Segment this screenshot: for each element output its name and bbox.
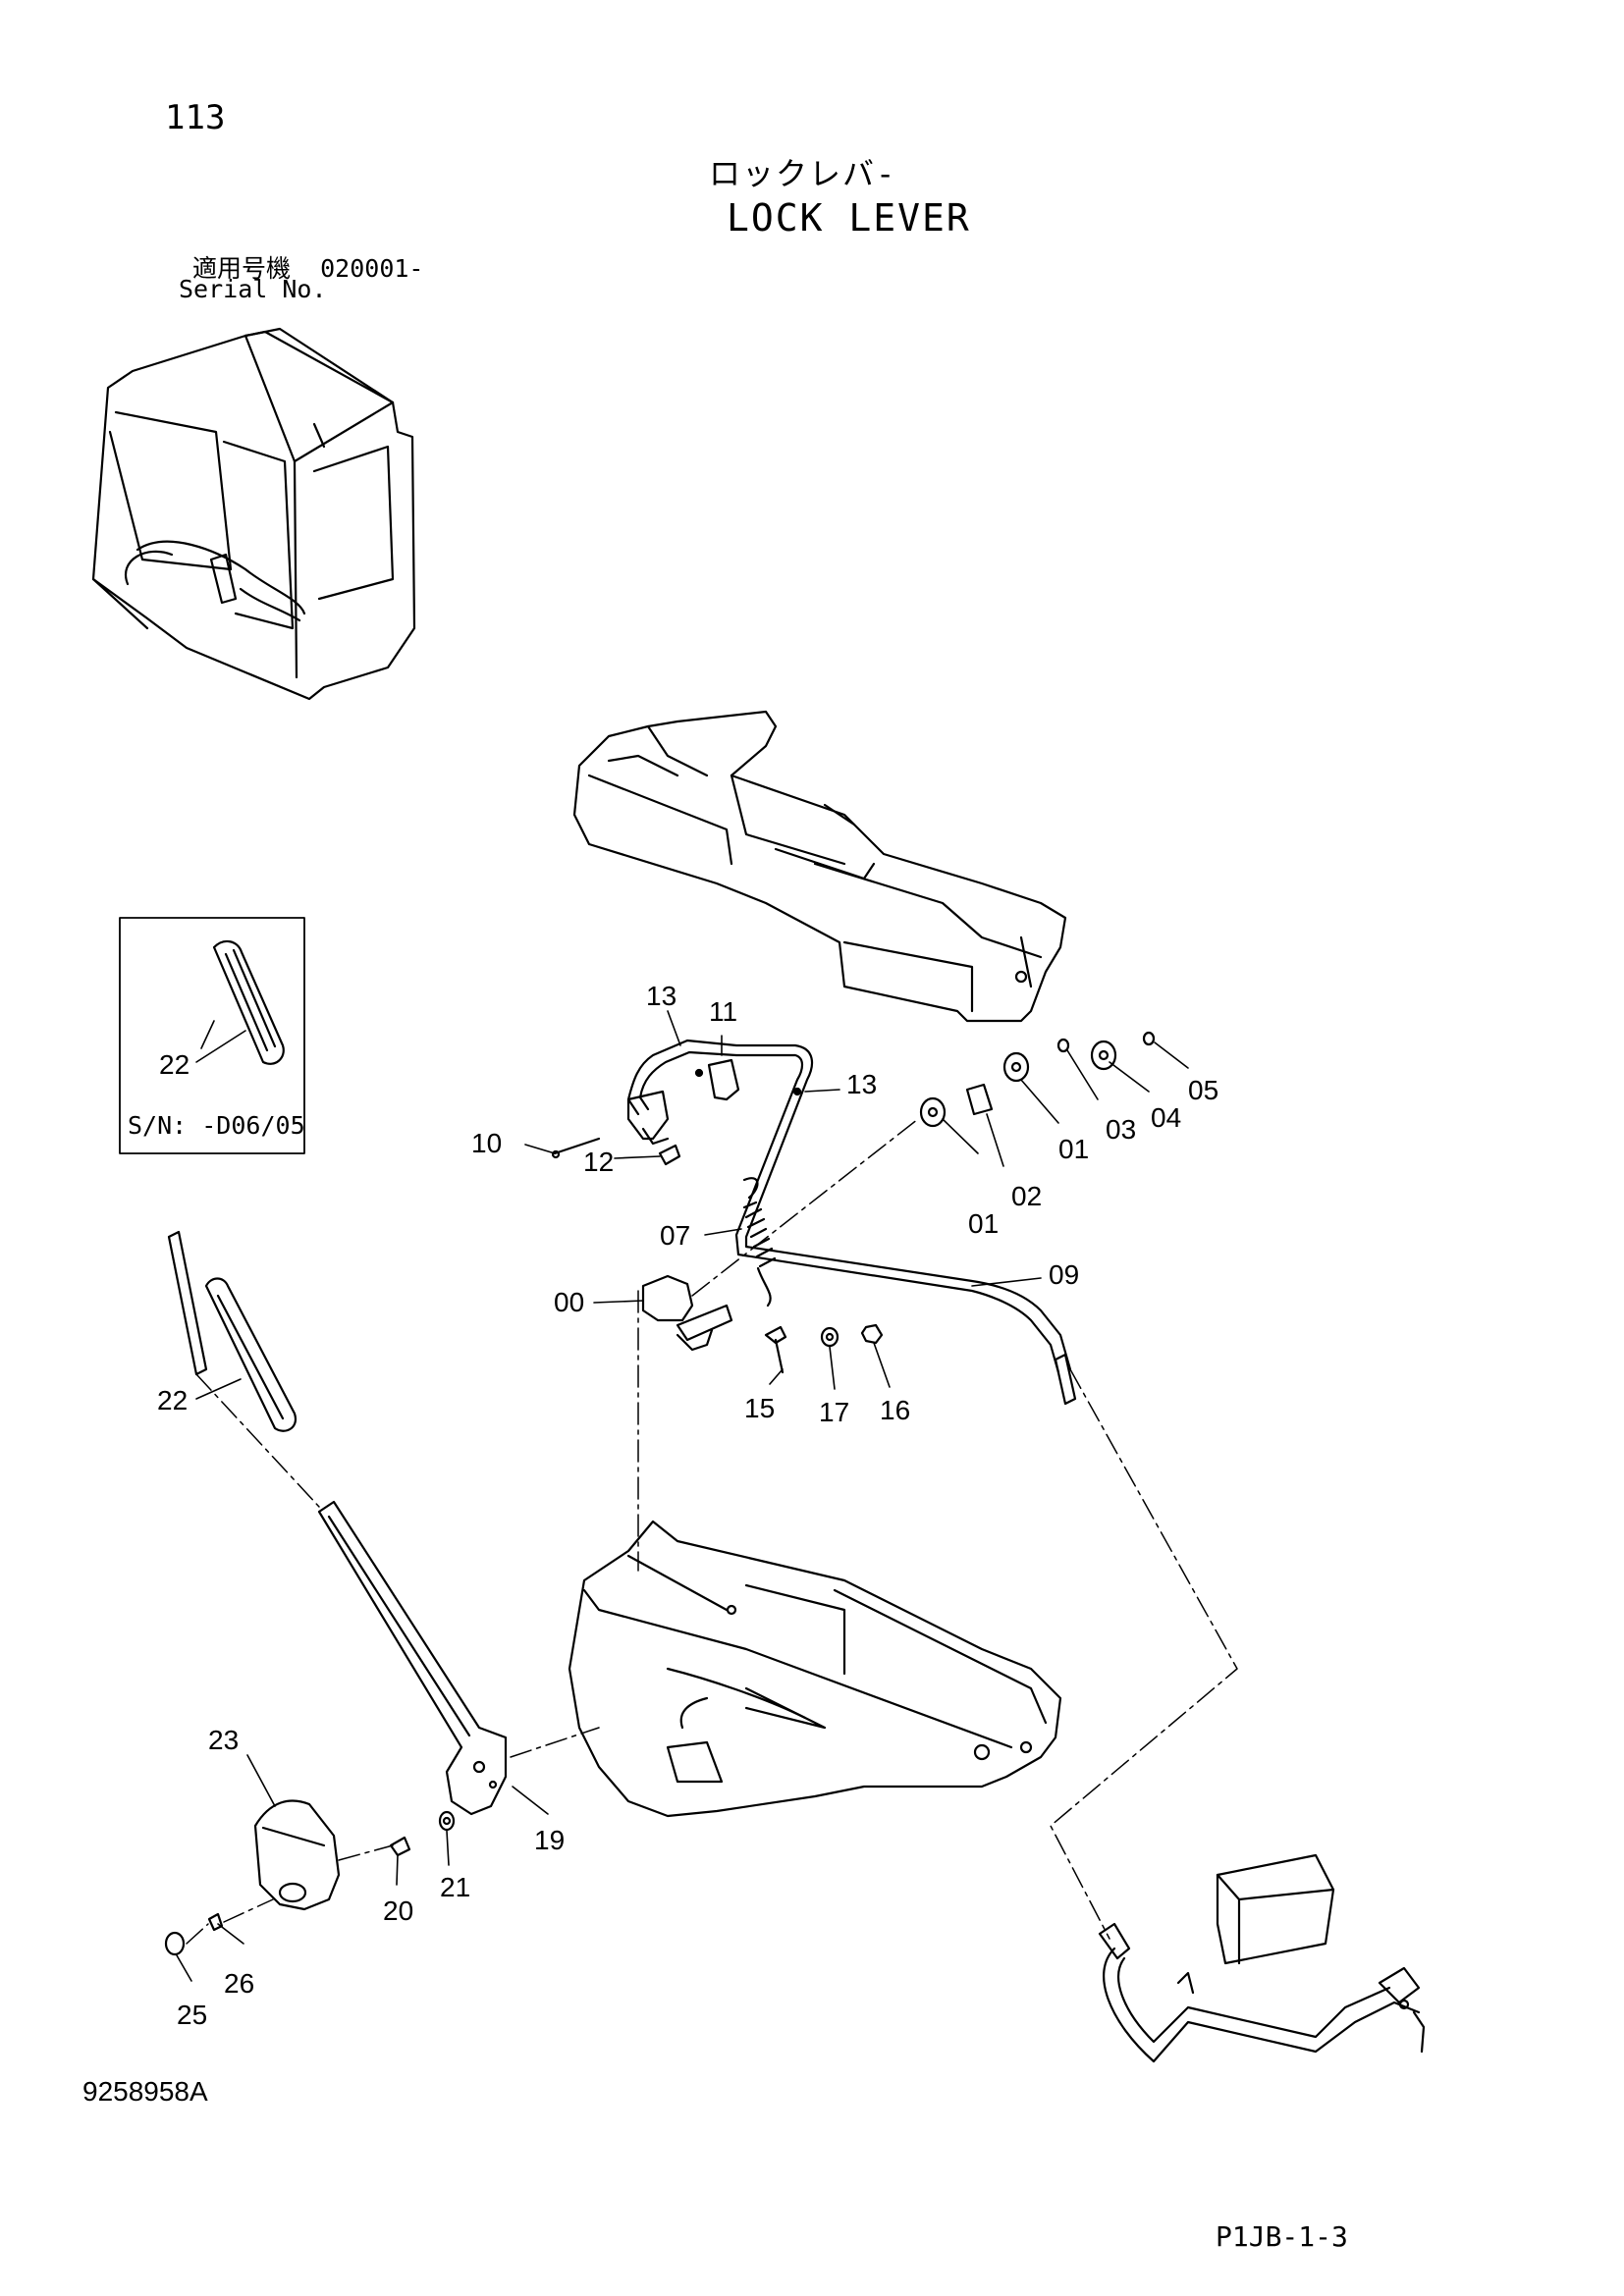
callout-26: 26 (224, 1968, 254, 1999)
callout-09: 09 (1049, 1259, 1079, 1290)
serial-value: 020001- (320, 254, 424, 283)
washer-04 (1090, 1040, 1117, 1071)
inset-grip-detail (119, 917, 305, 1154)
leader-lines (176, 1010, 1189, 1982)
assembly-lines (186, 1118, 1238, 1945)
callout-25: 25 (177, 2000, 207, 2030)
callout-20: 20 (383, 1896, 413, 1926)
callout-13-right: 13 (846, 1069, 877, 1099)
callout-19: 19 (534, 1825, 565, 1855)
inset-grip-shape (212, 939, 285, 1065)
lock-switch-00 (641, 1274, 733, 1352)
cap-25 (164, 1931, 186, 1956)
callout-04: 04 (1151, 1102, 1181, 1133)
cover-23 (253, 1799, 341, 1911)
washer-01b (1002, 1051, 1030, 1083)
drawing-number: 9258958A (82, 2076, 208, 2107)
callout-10: 10 (471, 1128, 502, 1158)
callout-15: 15 (744, 1393, 775, 1423)
callout-12: 12 (583, 1147, 614, 1177)
ring-03 (1056, 1038, 1070, 1053)
serial-label-jp: 適用号機 (192, 254, 292, 283)
console-cover-lower (568, 1520, 1062, 1818)
spring-07 (742, 1177, 777, 1308)
callout-16: 16 (880, 1395, 910, 1425)
callout-01-a: 01 (968, 1208, 999, 1239)
nut-16 (860, 1323, 884, 1345)
harness-connector (1098, 1853, 1426, 2063)
callout-03: 03 (1106, 1114, 1136, 1145)
clip-05 (1142, 1031, 1156, 1046)
title-japanese: ロックレバ- (709, 155, 897, 192)
callout-02: 02 (1011, 1181, 1042, 1211)
callout-13-upper: 13 (646, 981, 677, 1011)
inset-frame (119, 917, 305, 1154)
page-number: 113 (165, 98, 226, 137)
bolt-15 (764, 1325, 787, 1374)
inset-serial-note: S/N: -D06/05 (128, 1111, 305, 1140)
lever-assembly (167, 1230, 508, 1816)
callout-00: 00 (554, 1287, 584, 1317)
callout-21: 21 (440, 1872, 470, 1902)
page-code: P1JB-1-3 (1216, 2220, 1348, 2253)
callout-05: 05 (1188, 1075, 1218, 1105)
bushing-02 (965, 1083, 994, 1116)
callout-23: 23 (208, 1725, 239, 1755)
bolt-26 (207, 1912, 224, 1932)
title-english: LOCK LEVER (727, 196, 971, 240)
washer-17 (820, 1326, 839, 1348)
washer-01a (919, 1096, 947, 1128)
callout-22: 22 (157, 1385, 188, 1415)
serial-applicability: 適用号機 020001- (192, 249, 423, 285)
washer-21 (438, 1810, 456, 1832)
callout-17: 17 (819, 1397, 849, 1427)
harness-assembly (626, 1039, 1077, 1406)
callout-07: 07 (660, 1220, 690, 1251)
cab-overview-illustration (91, 327, 416, 701)
callout-01-b: 01 (1058, 1134, 1089, 1164)
bolt-10 (551, 1137, 601, 1159)
serial-label-en: Serial No. (179, 275, 327, 303)
console-cover-upper (572, 710, 1067, 1023)
callout-labels: 22 22 13 11 13 10 12 07 00 09 01 02 01 0… (157, 981, 1218, 2030)
bolt-12 (658, 1144, 681, 1166)
callout-22-inset: 22 (159, 1049, 189, 1080)
bolt-20 (389, 1836, 411, 1857)
callout-11: 11 (709, 996, 737, 1027)
